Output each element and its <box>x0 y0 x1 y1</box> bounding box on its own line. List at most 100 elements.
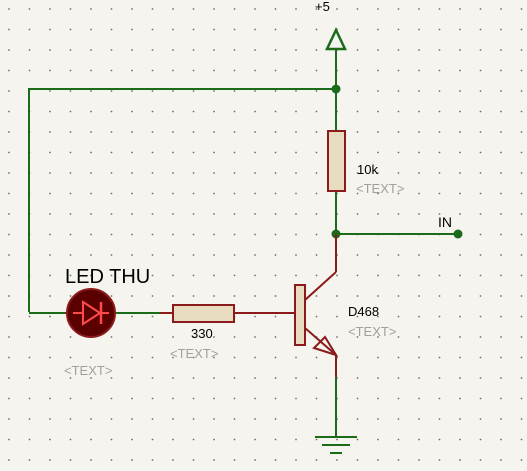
grid-dot <box>295 274 297 277</box>
grid-dot <box>254 438 256 441</box>
grid-dot <box>233 254 236 256</box>
grid-dot <box>110 192 113 195</box>
grid-dot <box>520 459 523 461</box>
grid-dot <box>295 254 297 256</box>
grid-dot <box>28 459 31 461</box>
grid-dot <box>213 8 215 10</box>
grid-dot <box>356 151 359 154</box>
grid-dot <box>69 438 72 441</box>
grid-dot <box>254 315 256 318</box>
grid-dot <box>418 28 420 31</box>
grid-dot <box>418 8 420 10</box>
grid-dot <box>438 315 441 318</box>
grid-dot <box>459 213 461 215</box>
grid-dot <box>438 90 441 92</box>
grid-dot <box>459 69 461 72</box>
grid-dot <box>69 8 72 10</box>
grid-dot <box>479 397 482 400</box>
grid-dot <box>377 438 379 441</box>
diode-icon <box>82 300 102 326</box>
grid-dot <box>49 295 51 297</box>
grid-dot <box>315 110 318 113</box>
grid-dot <box>336 315 338 318</box>
led-thu[interactable] <box>65 288 116 338</box>
grid-dot <box>131 110 133 113</box>
grid-dot <box>151 274 154 277</box>
grid-dot <box>213 438 215 441</box>
power-arrow-icon[interactable] <box>325 27 347 51</box>
grid-dot <box>49 254 51 256</box>
grid-dot <box>213 90 215 92</box>
grid-dot <box>192 459 195 461</box>
grid-dot <box>49 131 51 133</box>
grid-dot <box>69 28 72 31</box>
grid-dot <box>274 377 277 379</box>
grid-dot <box>69 49 72 51</box>
grid-dot <box>377 315 379 318</box>
grid-dot <box>233 459 236 461</box>
grid-dot <box>254 8 256 10</box>
grid-dot <box>397 254 400 256</box>
ground-icon[interactable] <box>315 436 357 454</box>
grid-dot <box>520 254 523 256</box>
grid-dot <box>8 213 10 215</box>
grid-dot <box>151 336 154 338</box>
grid-dot <box>172 418 174 420</box>
grid-dot <box>151 397 154 400</box>
grid-dot <box>213 172 215 174</box>
grid-dot <box>520 397 523 400</box>
grid-dot <box>274 254 277 256</box>
grid-dot <box>192 151 195 154</box>
transistor-d468[interactable] <box>294 234 339 377</box>
grid-dot <box>459 377 461 379</box>
grid-dot <box>90 233 92 236</box>
transistor-text-placeholder: <TEXT> <box>348 324 396 339</box>
resistor-10k[interactable] <box>327 130 346 192</box>
grid-dot <box>254 213 256 215</box>
grid-dot <box>397 90 400 92</box>
grid-dot <box>213 131 215 133</box>
wire-feedback-loop[interactable] <box>28 88 336 312</box>
grid-dot <box>8 418 10 420</box>
grid-dot <box>172 233 174 236</box>
grid-dot <box>336 438 338 441</box>
grid-dot <box>274 356 277 359</box>
input-terminal-dot[interactable] <box>453 229 463 239</box>
grid-dot <box>479 274 482 277</box>
grid-dot <box>520 49 523 51</box>
grid-dot <box>131 69 133 72</box>
grid-dot <box>110 418 113 420</box>
grid-dot <box>172 459 174 461</box>
grid-dot <box>500 459 502 461</box>
grid-dot <box>418 438 420 441</box>
grid-dot <box>90 172 92 174</box>
grid-dot <box>151 438 154 441</box>
input-label: IN <box>438 214 452 230</box>
grid-dot <box>28 397 31 400</box>
grid-dot <box>8 233 10 236</box>
grid-dot <box>233 418 236 420</box>
grid-dot <box>69 233 72 236</box>
resistor-330[interactable] <box>172 304 235 323</box>
grid-dot <box>356 213 359 215</box>
grid-dot <box>315 49 318 51</box>
grid-dot <box>418 274 420 277</box>
grid-dot <box>459 131 461 133</box>
grid-dot <box>151 90 154 92</box>
grid-dot <box>213 110 215 113</box>
grid-dot <box>233 274 236 277</box>
grid-dot <box>192 336 195 338</box>
grid-dot <box>131 418 133 420</box>
grid-dot <box>459 172 461 174</box>
grid-dot <box>172 438 174 441</box>
grid-dot <box>418 69 420 72</box>
grid-dot <box>49 397 51 400</box>
grid-dot <box>192 90 195 92</box>
grid-dot <box>151 192 154 195</box>
grid-dot <box>233 356 236 359</box>
grid-dot <box>233 151 236 154</box>
grid-dot <box>418 254 420 256</box>
grid-dot <box>295 233 297 236</box>
grid-dot <box>397 172 400 174</box>
